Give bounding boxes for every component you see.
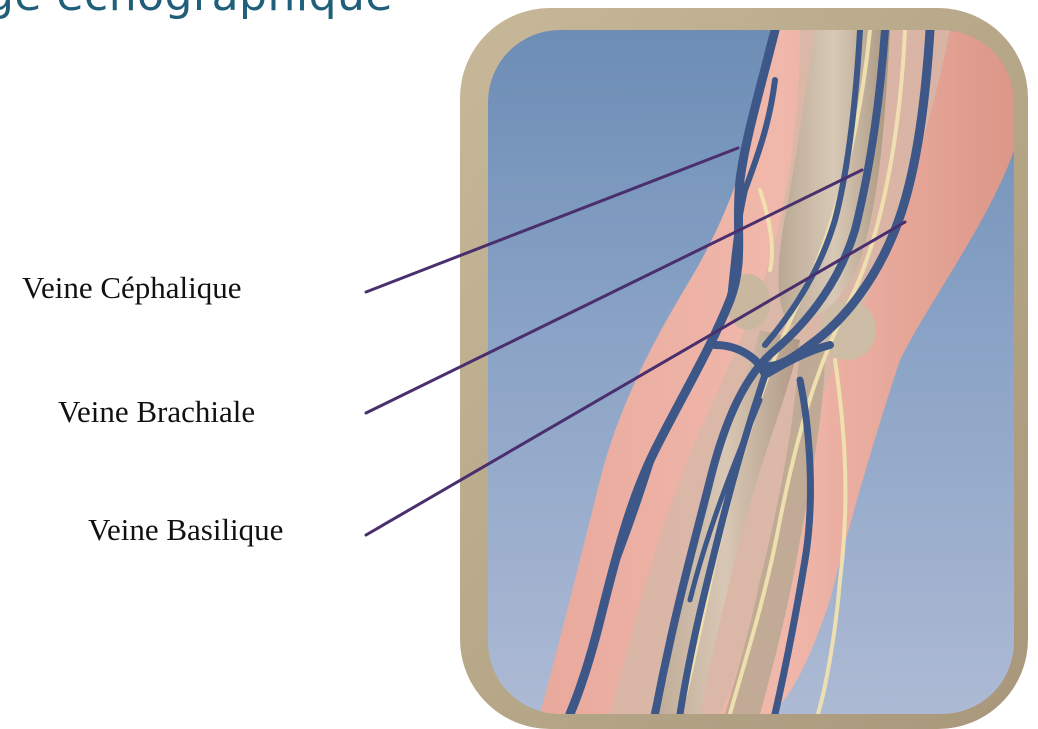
label-veine-basilique: Veine Basilique [88, 512, 283, 548]
label-veine-brachiale: Veine Brachiale [58, 394, 255, 430]
label-veine-cephalique: Veine Céphalique [22, 270, 242, 306]
